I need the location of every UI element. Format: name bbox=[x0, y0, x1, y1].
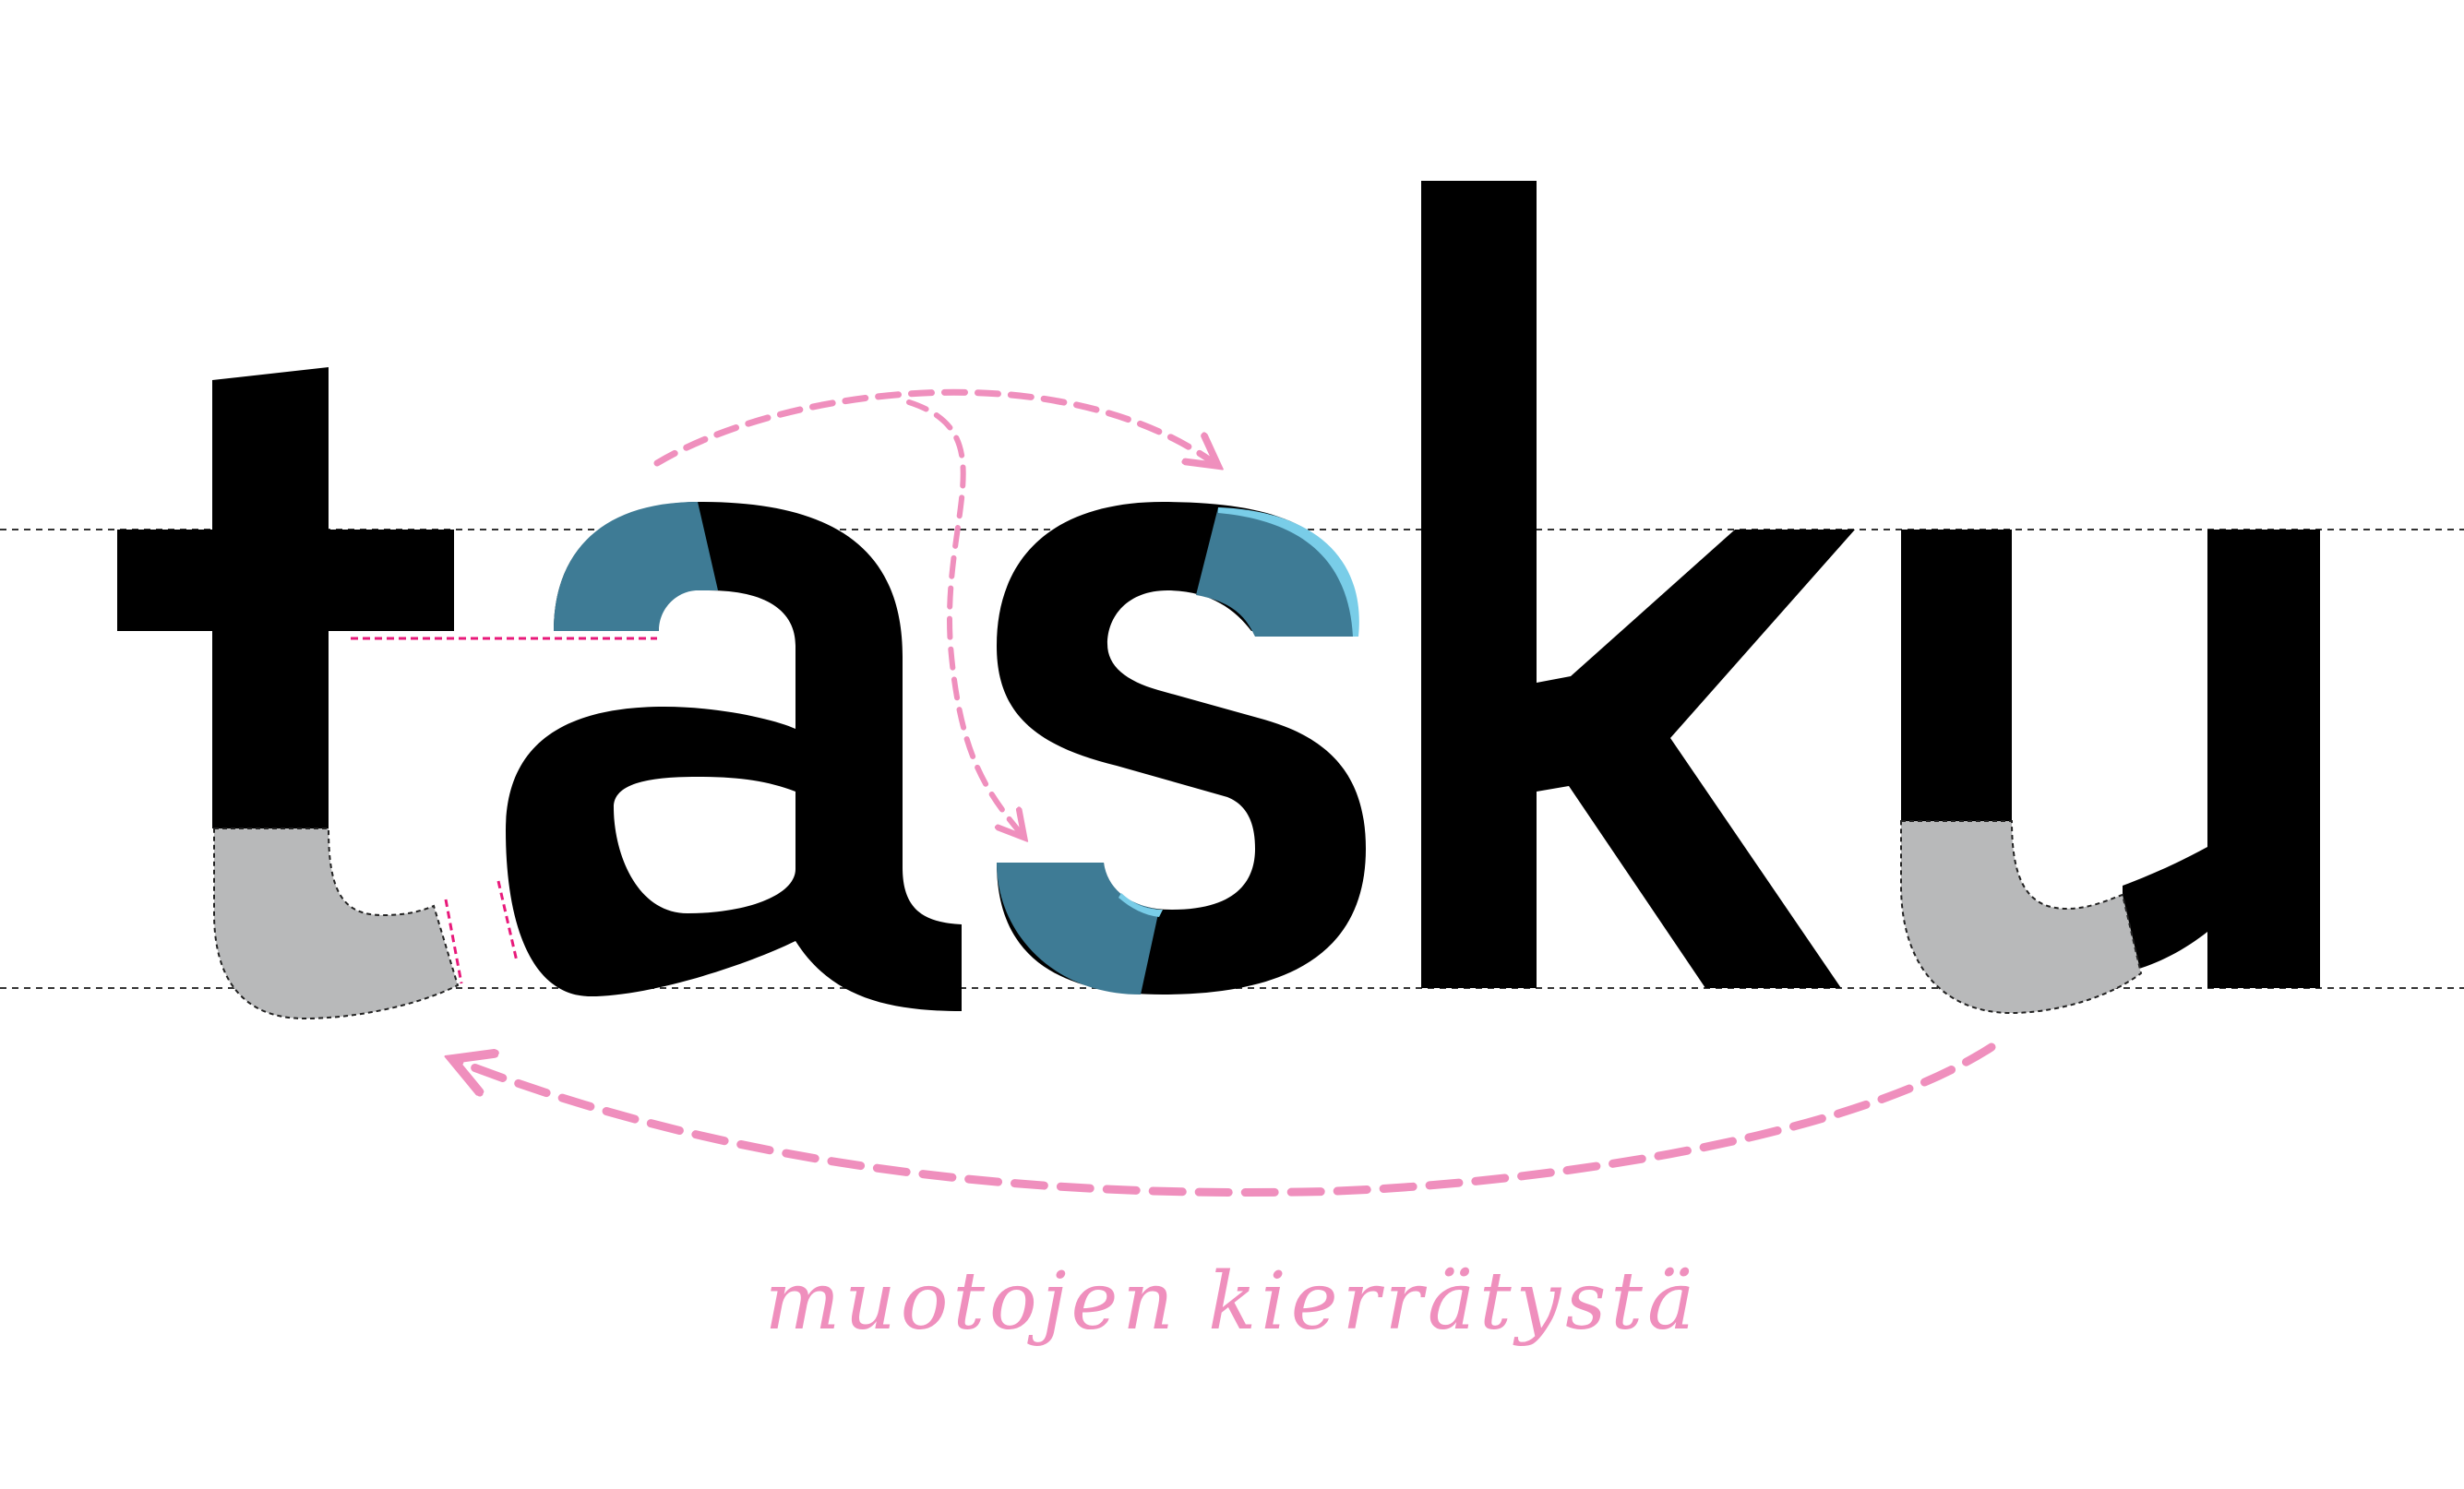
a-recycled-terminal bbox=[554, 502, 718, 631]
construction-guides bbox=[351, 637, 657, 984]
arrow-a-to-s-top-icon bbox=[653, 388, 1218, 466]
u-left-stem bbox=[1901, 530, 2012, 821]
t-stem bbox=[117, 367, 454, 828]
arrow-a-to-s-bottom-icon bbox=[906, 399, 1024, 838]
u-right-stem bbox=[2123, 530, 2320, 988]
s-bottom-highlight-sliver bbox=[1118, 893, 1163, 917]
u-bowl-recycled-shape bbox=[1900, 820, 2143, 1015]
s-recycled-top-terminal bbox=[1196, 507, 1357, 637]
arrow-u-to-t-icon bbox=[452, 1042, 1996, 1197]
letter-u bbox=[1900, 530, 2320, 1015]
letter-s bbox=[997, 502, 1366, 995]
a-edge-angle-guide bbox=[496, 880, 519, 962]
t-tail-angle-guide bbox=[444, 899, 463, 984]
letter-a bbox=[506, 502, 962, 1011]
letter-t bbox=[117, 367, 460, 1020]
recycling-arrows bbox=[452, 388, 1996, 1197]
letter-k bbox=[1421, 181, 1855, 988]
s-recycled-bottom-terminal bbox=[997, 863, 1159, 995]
t-tail-recycled-shape bbox=[213, 828, 460, 1020]
k-body bbox=[1421, 181, 1855, 988]
caption-text: muotojen kierrätystä bbox=[764, 1256, 1700, 1348]
